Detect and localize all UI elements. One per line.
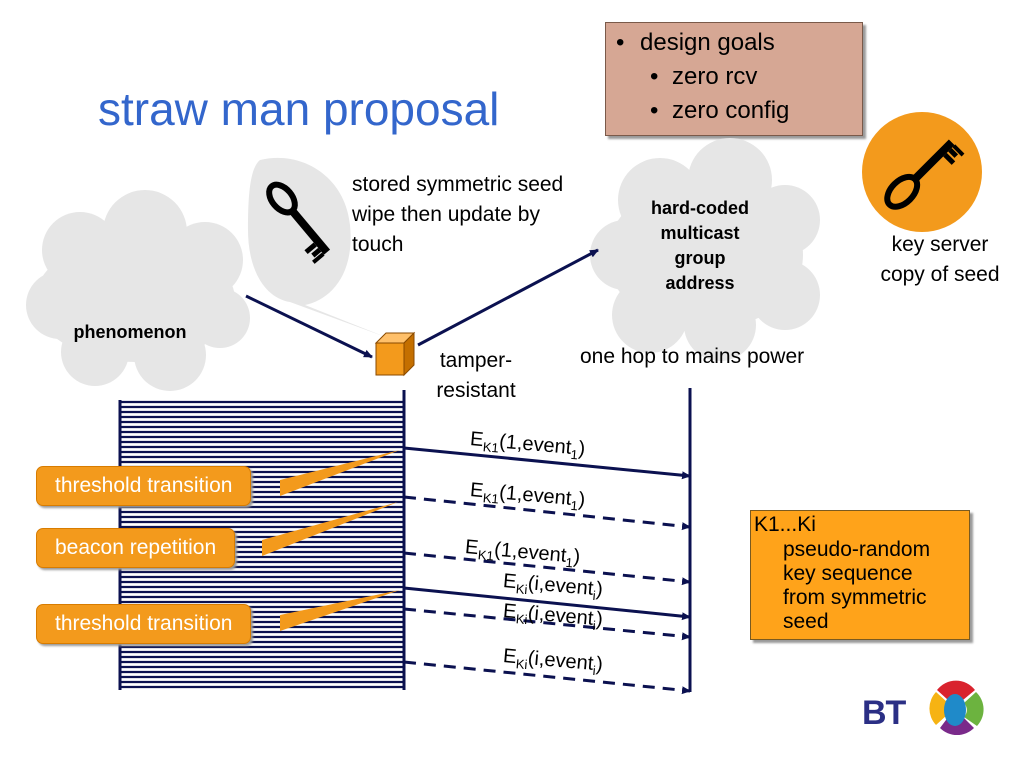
phenomenon-arrow <box>245 294 373 359</box>
msg-args: (i,event <box>526 602 595 630</box>
beacon-repetition-label: beacon repetition <box>36 528 236 568</box>
msg-key: K1 <box>482 490 500 507</box>
cloud-line: multicast <box>660 223 740 243</box>
key-sequence-line: from symmetric <box>783 586 927 609</box>
bullet: • <box>650 97 659 124</box>
seed-note-line: touch <box>352 233 404 256</box>
cloud-line: address <box>665 273 735 293</box>
bt-piper-logo-icon <box>929 680 984 736</box>
cloud-line: group <box>674 248 726 268</box>
phenomenon-cloud <box>26 190 250 391</box>
msg-key: K1 <box>477 547 495 564</box>
msg-key: Ki <box>515 656 529 673</box>
key-icon <box>884 139 965 210</box>
msg-key: Ki <box>515 611 529 628</box>
threshold-transition-label: threshold transition <box>36 604 252 644</box>
callout-pointer <box>262 502 398 556</box>
design-goals-box: • design goals • zero rcv • zero config <box>605 22 863 136</box>
callout-pointer <box>280 590 400 631</box>
msg-key: K1 <box>482 439 500 456</box>
message-arrow-dashed <box>403 660 691 695</box>
key-sequence-line: pseudo-random <box>783 538 931 561</box>
bullet: • <box>616 29 625 56</box>
message-arrow-dashed <box>403 551 691 586</box>
cloud-line: hard-coded <box>650 198 749 218</box>
seed-note-line: stored symmetric seed <box>352 173 564 196</box>
message-arrow-dashed <box>403 607 691 641</box>
callout-pointer <box>280 450 400 496</box>
key-sequence-heading: K1...Ki <box>754 513 816 536</box>
message-arrow-solid <box>403 586 691 621</box>
key-icon <box>266 181 331 264</box>
key-sequence-line: seed <box>783 610 829 633</box>
key-sequence-box: K1...Ki pseudo-random key sequence from … <box>750 510 970 640</box>
key-server-line: copy of seed <box>880 263 1000 286</box>
multicast-cloud <box>590 138 820 361</box>
seed-note-line: wipe then update by <box>352 203 540 226</box>
design-goal-item: zero rcv <box>672 63 758 90</box>
multicast-cloud-text: hard-coded multicast group address <box>620 196 780 296</box>
multicast-arrow <box>417 248 599 347</box>
key-server-label: key server copy of seed <box>860 230 1020 290</box>
page-title: straw man proposal <box>98 83 500 135</box>
design-goal-item: zero config <box>672 97 790 124</box>
msg-args: (i,event <box>526 572 595 600</box>
tamper-line: resistant <box>436 379 516 402</box>
thought-bubble <box>248 157 388 338</box>
design-goals-heading: design goals <box>640 29 775 56</box>
seed-note: stored symmetric seed wipe then update b… <box>352 170 563 260</box>
key-server-line: key server <box>891 233 989 256</box>
tamper-resistant-label: tamper- resistant <box>420 346 532 406</box>
one-hop-label: one hop to mains power <box>580 345 805 368</box>
phenomenon-label: phenomenon <box>73 322 187 342</box>
message-arrow-solid <box>403 446 691 480</box>
tamper-line: tamper- <box>439 349 513 372</box>
message-arrow-dashed <box>403 495 691 531</box>
threshold-transition-label: threshold transition <box>36 466 252 506</box>
msg-key: Ki <box>515 581 529 598</box>
msg-args: (i,event <box>526 647 595 675</box>
sensor-cube-icon <box>374 331 416 377</box>
bt-logo-text: BT <box>862 694 906 732</box>
key-sequence-line: key sequence <box>783 562 913 585</box>
bullet: • <box>650 63 659 90</box>
